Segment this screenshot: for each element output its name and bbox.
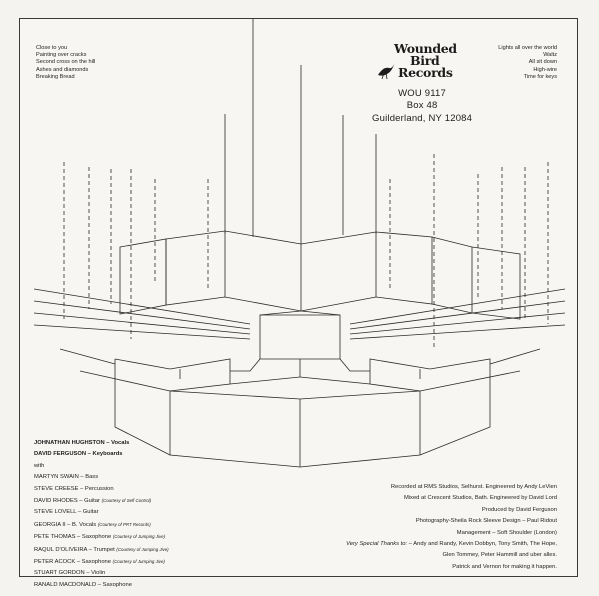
- track-title: All sit down: [528, 59, 557, 66]
- logo-word: Records: [398, 65, 453, 80]
- member-credit: PETER ACOCK – Saxophone (Courtesy of Jum…: [34, 559, 165, 566]
- recording-credits: Recorded at RMS Studios, Selhurst. Engin…: [346, 482, 557, 573]
- track-title: Breaking Bread: [36, 73, 75, 80]
- bird-icon: [378, 62, 395, 80]
- tracklist-side-one: Close to you Painting over cracks Second…: [36, 45, 95, 81]
- recording-line: Photography-Sheila Rock Sleeve Design – …: [415, 518, 557, 525]
- recording-line: Management – Soft Shoulder (London): [456, 529, 557, 536]
- label-address-block: WOU 9117 Box 48 Guilderland, NY 12084: [372, 88, 472, 125]
- member-credit: STUART GORDON – Violin: [34, 570, 106, 577]
- track-title: Painting over cracks: [36, 52, 87, 59]
- member-credit: MARTYN SWAIN – Bass: [34, 474, 99, 481]
- member-credit: DAVID RHODES – Guitar (Courtesy of Self …: [34, 498, 152, 505]
- cover-border-frame: Close to you Painting over cracks Second…: [19, 18, 578, 588]
- address-line: Box 48: [406, 100, 438, 112]
- track-title: High-wire: [533, 66, 557, 73]
- address-line: Guilderland, NY 12084: [372, 112, 473, 124]
- with-label: with: [34, 462, 45, 469]
- lead-credit: DAVID FERGUSON – Keyboards: [34, 451, 123, 458]
- logo-word: Wounded: [394, 41, 457, 56]
- catalog-number: WOU 9117: [398, 88, 447, 99]
- member-credit: PETE THOMAS – Saxophone (Courtesy of Jum…: [34, 534, 166, 541]
- track-title: Ashes and diamonds: [36, 66, 89, 73]
- thanks-line: Patrick and Vernon for making it happen.: [452, 563, 557, 570]
- track-title: Lights all over the world: [498, 45, 557, 51]
- track-title: Waltz: [543, 52, 557, 59]
- perspective-blocks-illustration: [33, 19, 566, 468]
- member-credit: STEVE LOVELL – Guitar: [34, 509, 99, 516]
- track-title: Close to you: [36, 45, 68, 51]
- member-credit: RAQUL D'OLIVEIRA – Trumpet (Courtesy of …: [34, 546, 169, 553]
- logo-word: Bird: [410, 53, 440, 68]
- lead-credit: JOHNATHAN HUGHSTON – Vocals: [34, 440, 130, 446]
- member-credit: GEORGIA II – B. Vocals (Courtesy of PRT …: [34, 521, 151, 528]
- recording-line: Produced by David Ferguson: [481, 506, 557, 513]
- thanks-line: Glen Tommey, Peter Hammill and uber alle…: [442, 552, 557, 559]
- tracklist-side-two: Lights all over the world Waltz All sit …: [498, 45, 557, 81]
- recording-line: Mixed at Crescent Studios, Bath. Enginee…: [403, 495, 557, 502]
- member-credit: RANALD MACDONALD – Saxophone: [34, 581, 132, 588]
- member-credit: STEVE CREESE – Percussion: [34, 485, 114, 492]
- track-title: Second cross on the hill: [36, 59, 96, 66]
- thanks-line: Very Special Thanks to: – Andy and Randy…: [346, 541, 557, 548]
- recording-line: Recorded at RMS Studios, Selhurst. Engin…: [390, 484, 557, 490]
- personnel-credits: JOHNATHAN HUGHSTON – Vocals DAVID FERGUS…: [34, 438, 169, 591]
- track-title: Time for keys: [523, 73, 557, 80]
- wounded-bird-records-logo: Wounded Bird Records: [374, 41, 470, 97]
